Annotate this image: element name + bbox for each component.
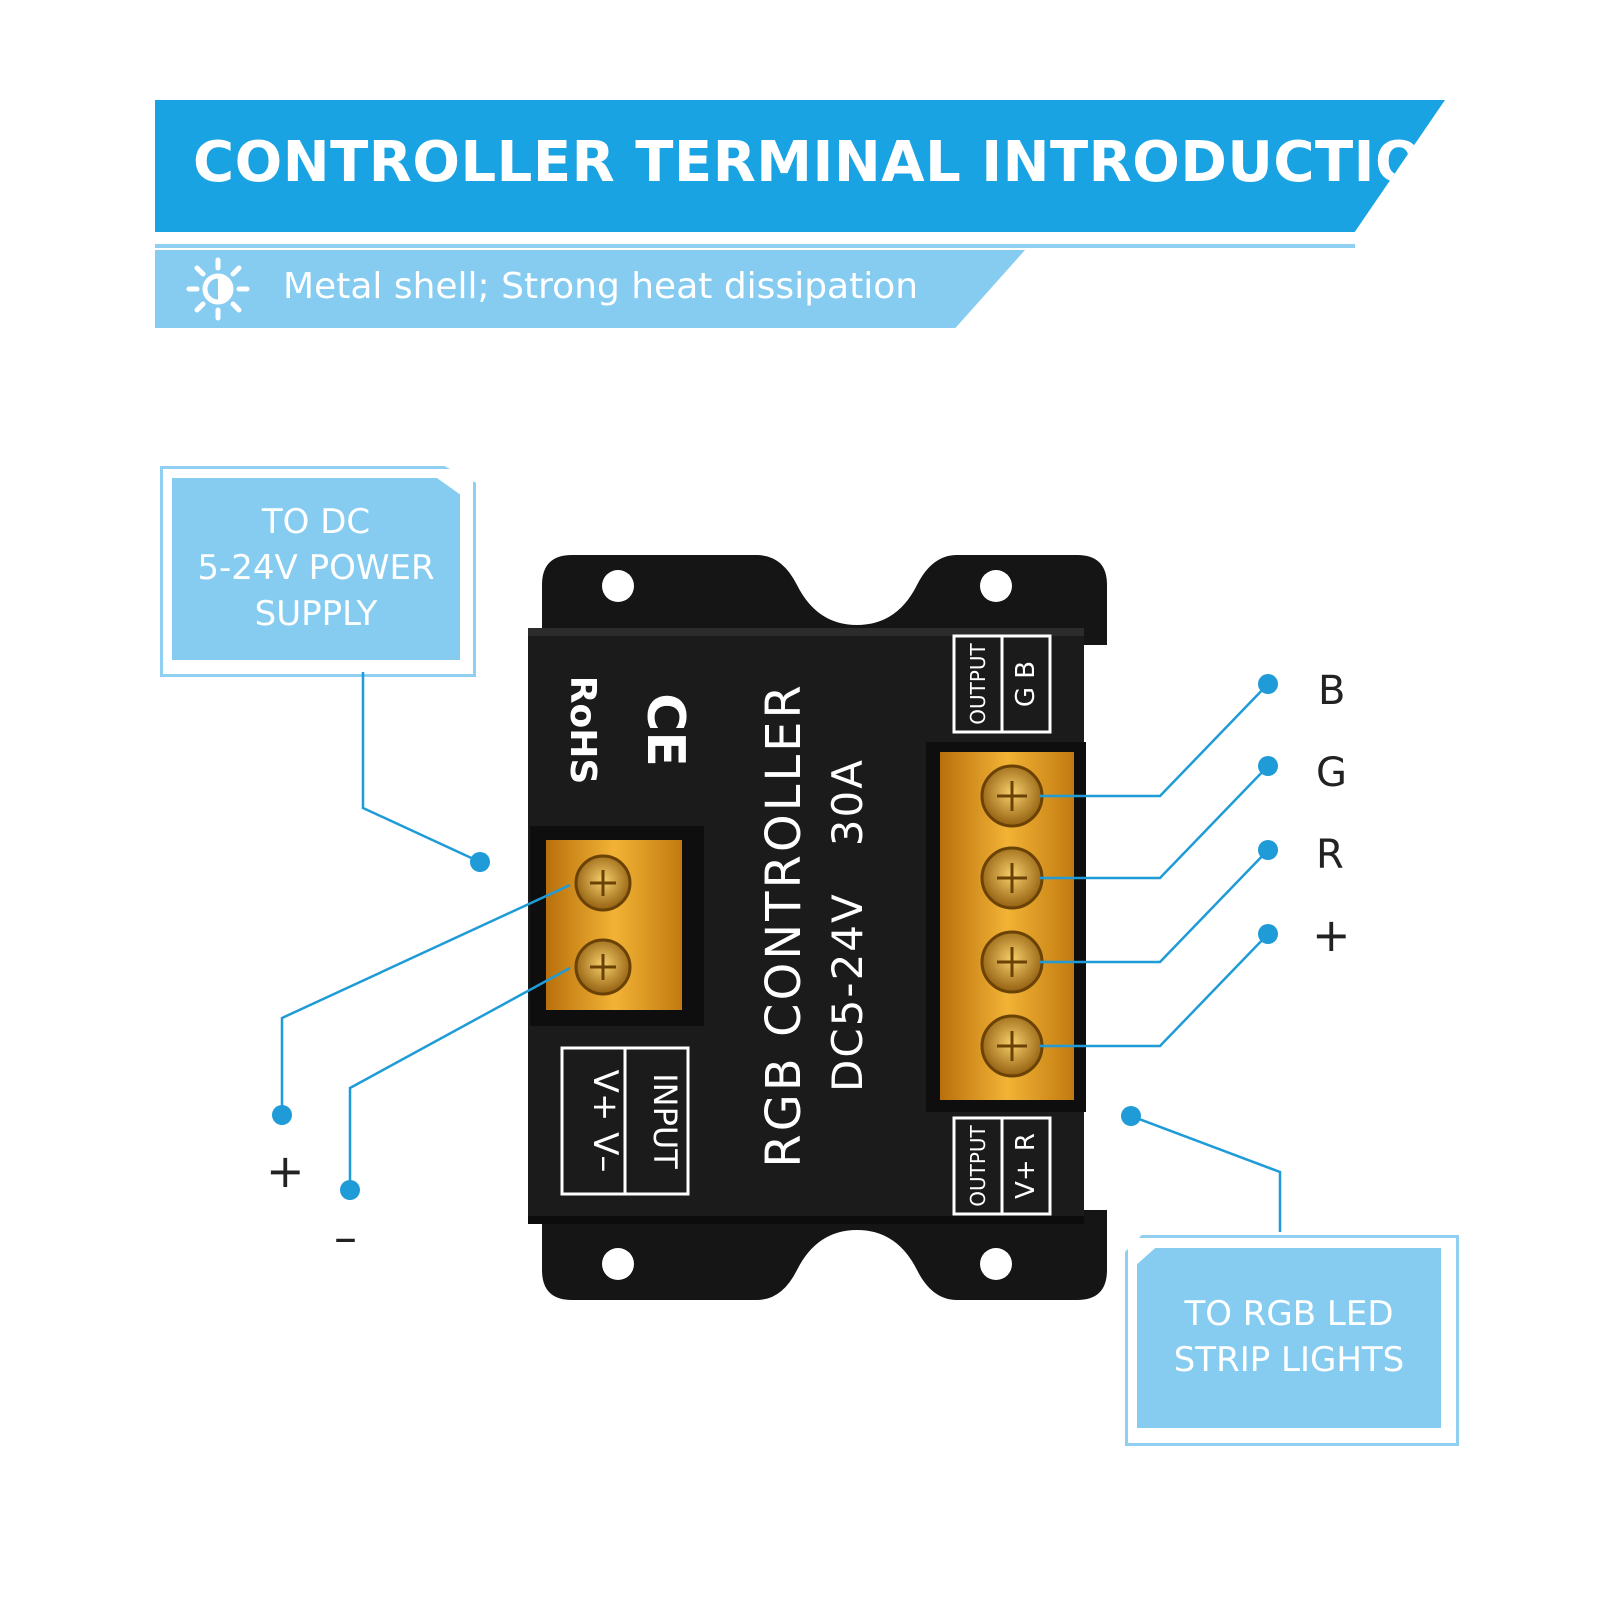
mount-hole-top-right [980, 570, 1012, 602]
output-callout: TO RGB LED STRIP LIGHTS [1137, 1248, 1441, 1428]
mount-hole-top-left [602, 570, 634, 602]
input-label: INPUT [646, 1073, 684, 1169]
page-subtitle: Metal shell; Strong heat dissipation [283, 266, 919, 307]
output-bottom-label: OUTPUT [966, 1124, 990, 1206]
dot-out-plus [1258, 924, 1278, 944]
leader-r [1040, 849, 1269, 964]
label-b: B [1318, 668, 1346, 714]
dot-in-minus [340, 1180, 360, 1200]
banner-divider [155, 244, 1355, 248]
label-g: G [1316, 750, 1347, 796]
label-out-plus: + [1312, 908, 1351, 962]
output-callout-text: TO RGB LED STRIP LIGHTS [1173, 1294, 1405, 1380]
label-in-minus: – [334, 1210, 357, 1264]
bottom-mounting-flange [542, 1210, 1107, 1300]
dot-g [1258, 756, 1278, 776]
leader-lines [280, 672, 1282, 1232]
leader-out-plus [1040, 933, 1269, 1048]
leader-in-plus [280, 883, 571, 1115]
dot-input-callout [470, 852, 490, 872]
dot-r [1258, 840, 1278, 860]
ce-mark: CE [635, 693, 695, 767]
dot-b [1258, 674, 1278, 694]
leader-b [1040, 683, 1269, 798]
input-callout-text: TO DC 5-24V POWER SUPPLY [197, 502, 435, 634]
output-bottom-terminals: V+ R [1011, 1133, 1041, 1199]
controller-device: OUTPUT G B OUTPUT V+ R V+ V– INPUT RoHS … [528, 555, 1107, 1300]
mount-hole-bottom-right [980, 1248, 1012, 1280]
mount-hole-bottom-left [602, 1248, 634, 1280]
input-callout: TO DC 5-24V POWER SUPPLY [172, 478, 460, 660]
leader-input-callout [361, 672, 481, 864]
leader-output-callout [1130, 1114, 1282, 1232]
output-top-terminals: G B [1011, 661, 1041, 707]
device-name: RGB CONTROLLER [756, 682, 812, 1168]
leader-g [1040, 765, 1269, 880]
page-title: CONTROLLER TERMINAL INTRODUCTION [193, 130, 1471, 195]
dot-output-callout [1121, 1106, 1141, 1126]
subtitle-banner: Metal shell; Strong heat dissipation [155, 250, 1025, 328]
device-rating: DC5-24V 30A [823, 758, 872, 1092]
leader-in-minus [348, 966, 571, 1190]
top-mounting-flange [542, 555, 1107, 645]
label-in-plus: + [266, 1144, 305, 1198]
title-banner: CONTROLLER TERMINAL INTRODUCTION [155, 100, 1445, 232]
sun-icon [186, 257, 250, 321]
rohs-mark: RoHS [562, 676, 603, 785]
label-r: R [1316, 832, 1344, 878]
dot-in-plus [272, 1105, 292, 1125]
leader-dots [272, 674, 1278, 1200]
input-terminal-labels: V+ V– [585, 1070, 625, 1173]
output-top-label: OUTPUT [966, 642, 990, 724]
